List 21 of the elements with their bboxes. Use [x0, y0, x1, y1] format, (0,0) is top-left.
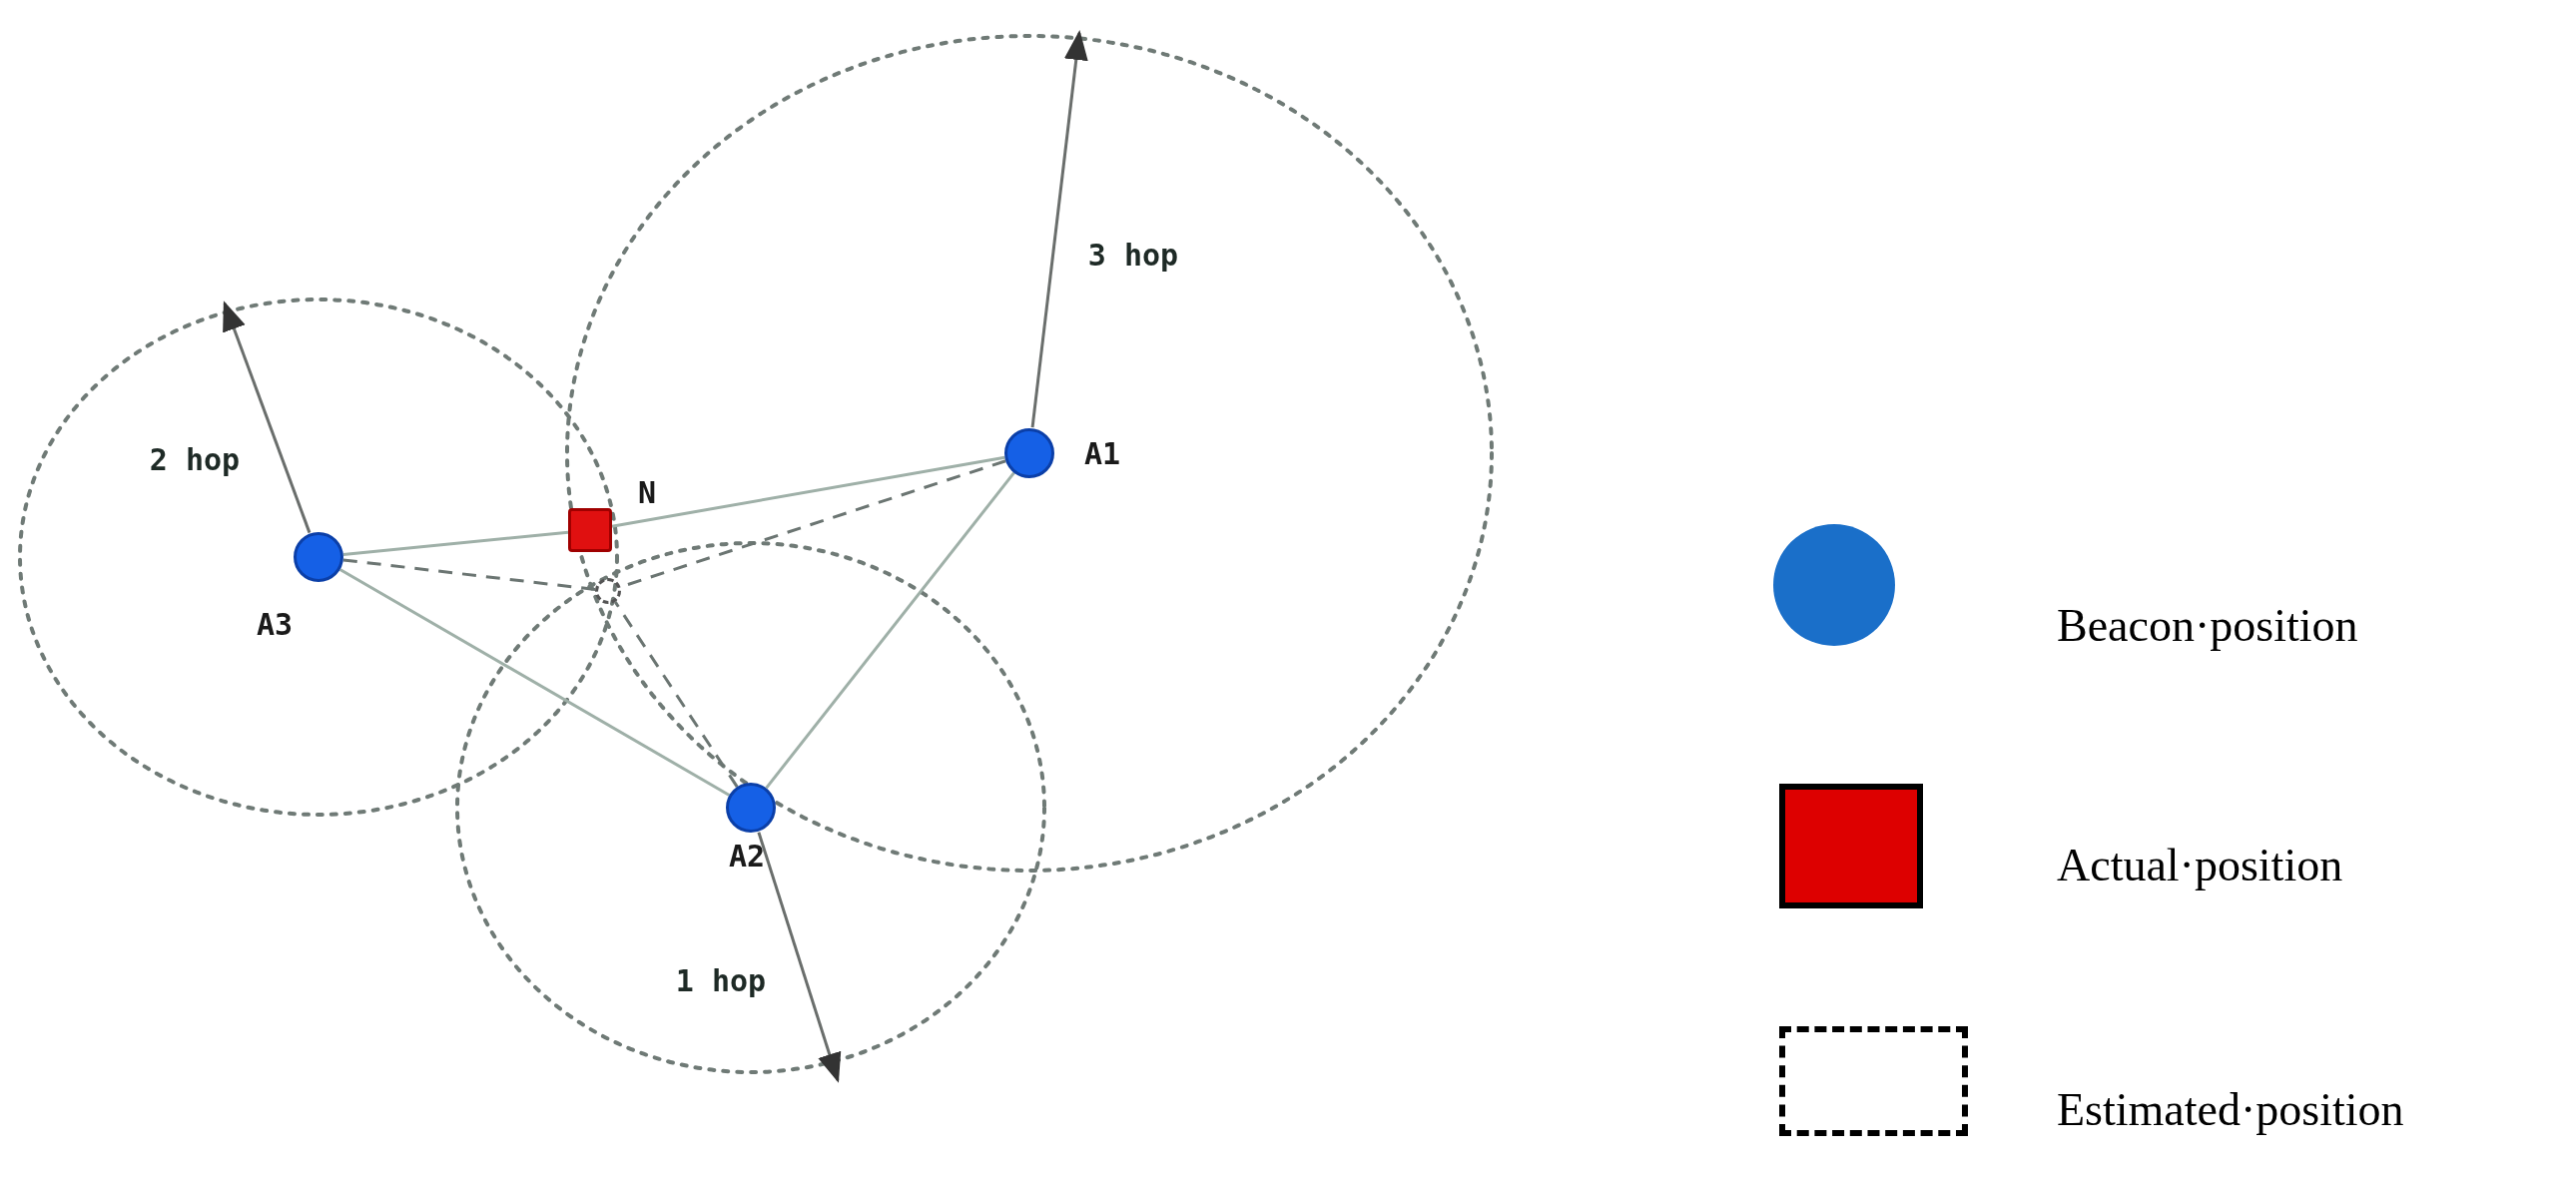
- dashed-line: [342, 558, 596, 591]
- actual-position-square: [568, 508, 612, 552]
- node-label: A3: [256, 606, 294, 642]
- legend-label: Beacon·position: [2057, 599, 2358, 652]
- beacon-dot: [726, 783, 776, 833]
- node-label: A2: [728, 838, 766, 874]
- legend-label: Estimated·position: [2057, 1083, 2404, 1136]
- connector-line: [342, 530, 569, 557]
- hop-count-label: 1 hop: [675, 962, 767, 998]
- beacon-dot: [1004, 428, 1054, 478]
- beacon-dot: [294, 532, 343, 582]
- node-label: N: [637, 474, 657, 510]
- estimated-position-marker: [595, 578, 621, 604]
- legend-label: Actual·position: [2057, 839, 2343, 891]
- connector-line: [338, 568, 731, 797]
- connector-line: [765, 471, 1015, 790]
- hop-count-label: 3 hop: [1087, 237, 1179, 273]
- connector-line: [611, 455, 1005, 528]
- node-label: A1: [1083, 435, 1121, 471]
- hop-count-label: 2 hop: [149, 441, 241, 477]
- dashed-line: [613, 601, 739, 788]
